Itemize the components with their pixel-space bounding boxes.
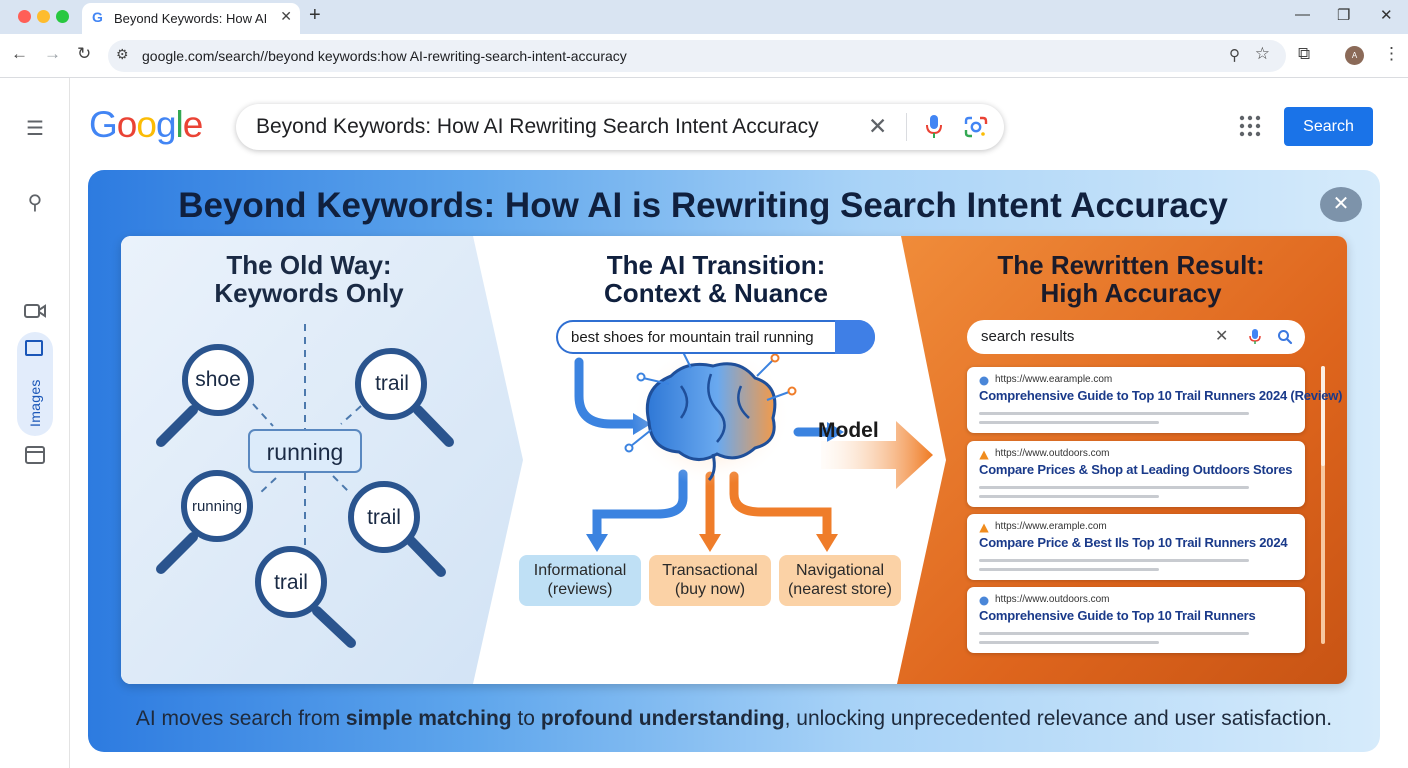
result-snippet-line [979,632,1249,635]
info-icon [979,596,989,606]
ai-brain-icon [624,341,797,486]
google-logo[interactable]: Google [89,104,203,145]
hamburger-menu-icon[interactable]: ☰ [26,118,44,140]
magnifier-running-small [156,470,253,574]
results-search-bar: search results ✕ [967,320,1305,354]
tab-close-icon[interactable]: ✕ [280,8,292,24]
warning-icon [979,450,989,460]
back-icon[interactable]: ← [11,44,28,63]
menu-kebab-icon[interactable]: ⋮ [1383,44,1400,63]
magnifier-trail-bottom [255,546,356,648]
magnifier-trail-top [355,348,454,447]
google-apps-grid-icon[interactable] [1238,114,1262,138]
url-text[interactable]: google.com/search//beyond keywords:how A… [142,48,627,64]
keyword-running-small: running [191,498,243,515]
close-window-dot[interactable] [18,10,31,23]
result-card: https://www.erample.com Compare Price & … [967,514,1305,580]
results-mic-icon [1249,329,1261,344]
reload-icon[interactable]: ↻ [77,44,92,63]
tab-title: Beyond Keywords: How AI Rewriting Search… [114,11,266,26]
left-rail: ☰ ⚲ Images [0,78,70,768]
result-snippet-line [979,559,1249,562]
ai-transition-title: The AI Transition: Context & Nuance [604,250,828,308]
example-search-button [835,320,875,354]
video-icon[interactable] [22,302,48,325]
close-icon[interactable]: ✕ [1380,7,1393,24]
images-tab[interactable]: Images [17,332,53,436]
result-title: Compare Price & Best Ils Top 10 Trail Ru… [979,535,1288,550]
result-snippet-line [979,568,1159,571]
result-card: https://www.outdoors.com Compare Prices … [967,441,1305,507]
result-card: https://www.outdoors.com Comprehensive G… [967,587,1305,653]
browser-window-icon[interactable] [22,446,48,470]
keyword-trail-top: trail [375,372,409,395]
new-tab-icon[interactable]: + [309,4,321,26]
search-icon[interactable]: ⚲ [27,192,43,214]
minimize-window-dot[interactable] [37,10,50,23]
bookmark-star-icon[interactable]: ☆ [1254,44,1270,63]
result-card: https://www.earample.com Comprehensive G… [967,367,1342,433]
close-image-icon[interactable]: ✕ [1320,187,1362,222]
site-info-icon[interactable]: ⚙ [116,46,129,62]
infographic-image[interactable]: Beyond Keywords: How AI is Rewriting Sea… [88,170,1380,752]
search-input[interactable]: Beyond Keywords: How AI Rewriting Search… [256,115,819,138]
result-url: https://www.outdoors.com [995,448,1110,459]
warning-icon [979,523,989,533]
restore-icon[interactable]: ❐ [1337,7,1351,24]
infographic-panel: The Old Way: Keywords Only shoe trail ru… [121,236,1347,684]
keyword-running: running [266,439,344,465]
result-url: https://www.earample.com [995,374,1113,385]
keyword-trail-bottom: trail [274,571,308,594]
browser-tab[interactable]: G Beyond Keywords: How AI Rewriting Sear… [82,3,300,34]
extensions-icon[interactable]: ⧉ [1298,44,1311,63]
results-search-icon [1278,330,1293,345]
result-snippet-line [979,495,1159,498]
result-title: Comprehensive Guide to Top 10 Trail Runn… [979,608,1256,623]
browser-toolbar: ← → ↻ ⚙ google.com/search//beyond keywor… [0,34,1408,78]
infographic-caption: AI moves search from simple matching to … [135,707,1333,730]
example-query-bar: best shoes for mountain trail running [556,320,875,354]
profile-avatar[interactable]: A [1345,46,1364,65]
minimize-icon[interactable]: — [1295,6,1310,23]
result-title: Compare Prices & Shop at Leading Outdoor… [979,462,1293,477]
google-favicon-icon: G [92,9,103,25]
images-tab-label: Images [27,379,43,427]
keyword-trail-right: trail [367,506,401,529]
zoom-icon[interactable]: ⚲ [1229,47,1240,64]
example-query-text: best shoes for mountain trail running [571,329,814,346]
result-title: Comprehensive Guide to Top 10 Trail Runn… [979,388,1343,403]
result-snippet-line [979,641,1159,644]
browser-tab-bar: G Beyond Keywords: How AI Rewriting Sear… [0,0,1408,34]
keyword-shoe: shoe [195,368,241,391]
result-url: https://www.erample.com [995,521,1107,532]
voice-search-mic-icon[interactable] [926,114,942,145]
image-icon [25,340,43,356]
maximize-window-dot[interactable] [56,10,69,23]
result-snippet-line [979,412,1249,415]
results-clear-icon: ✕ [1215,328,1229,345]
forward-icon[interactable]: → [44,44,61,63]
info-icon [979,376,989,386]
model-label: Model [818,419,879,442]
magnifier-trail-right [348,481,446,577]
clear-search-icon[interactable]: ✕ [868,113,888,139]
result-url: https://www.outdoors.com [995,594,1110,605]
rewritten-result-title: The Rewritten Result: High Accuracy [997,250,1265,308]
result-snippet-line [979,486,1249,489]
magnifier-shoe [156,344,254,447]
search-button[interactable]: Search [1284,107,1373,146]
intent-navigational: Navigational (nearest store) [779,555,901,606]
results-search-text: search results [981,328,1075,345]
search-box[interactable]: Beyond Keywords: How AI Rewriting Search… [236,104,1004,150]
model-output-arrow [821,421,933,489]
intent-informational: Informational (reviews) [519,555,641,606]
old-way-title: The Old Way: Keywords Only [214,250,404,308]
result-snippet-line [979,421,1159,424]
address-bar[interactable]: ⚙ google.com/search//beyond keywords:how… [108,40,1286,72]
search-divider [906,113,907,141]
intent-transactional: Transactional (buy now) [649,555,771,606]
infographic-title: Beyond Keywords: How AI is Rewriting Sea… [178,186,1228,225]
keyword-running-box [248,429,362,473]
google-lens-icon[interactable] [964,116,988,143]
